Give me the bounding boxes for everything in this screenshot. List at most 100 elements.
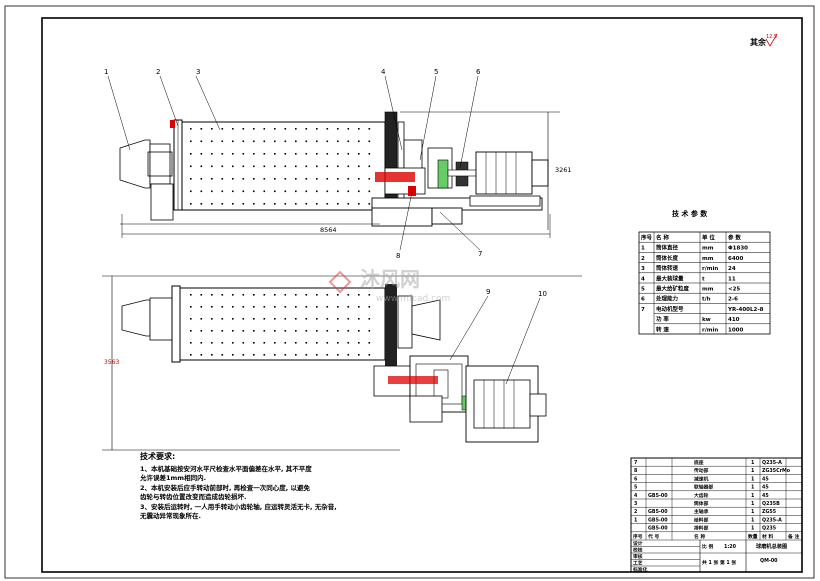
liner-bolt — [368, 178, 371, 180]
dim-height: 3261 — [555, 166, 572, 174]
liner-bolt — [316, 330, 318, 332]
liner-bolt — [295, 140, 297, 143]
liner-bolt — [221, 354, 224, 356]
liner-bolt — [305, 190, 308, 193]
bom-row-qty: 1 — [751, 517, 754, 523]
liner-bolt — [200, 354, 203, 356]
bom-row-material: ZG35CrMo — [762, 468, 791, 474]
liner-bolt — [347, 140, 350, 143]
bom-row-qty: 1 — [751, 460, 754, 466]
tech-params-row: r/min — [702, 327, 718, 333]
liner-bolt — [263, 294, 266, 296]
liner-bolt — [326, 190, 329, 193]
liner-bolt — [326, 178, 329, 180]
notes-line-6: 无震动异常现象所在. — [140, 512, 201, 520]
tech-params-row: 7 — [641, 307, 645, 313]
liner-bolt — [263, 153, 266, 155]
liner-bolt — [284, 140, 287, 143]
liner-bolt — [221, 190, 224, 193]
liner-bolt — [347, 342, 350, 344]
liner-bolt — [211, 330, 213, 332]
liner-bolt — [368, 140, 371, 143]
liner-bolt — [295, 165, 297, 168]
liner-bolt — [242, 165, 245, 168]
liner-bolt — [232, 318, 234, 320]
liner-bolt — [295, 330, 297, 332]
tech-params-row: 2 — [641, 256, 645, 262]
liner-bolt — [347, 165, 350, 168]
liner-bolt — [221, 165, 224, 168]
bom-row-name: 主轴承 — [694, 508, 709, 515]
liner-bolt — [263, 178, 266, 180]
callout-7: 7 — [478, 250, 482, 258]
bom-header-qty: 数量 — [748, 533, 758, 540]
liner-bolt — [358, 140, 360, 143]
liner-bolt — [368, 190, 371, 193]
liner-bolt — [263, 190, 266, 193]
liner-bolt — [368, 128, 371, 130]
callout-2: 2 — [156, 68, 160, 76]
liner-bolt — [347, 294, 350, 296]
liner-bolt — [274, 128, 276, 130]
liner-bolt — [211, 128, 213, 130]
plan-view: 3563 — [102, 275, 582, 451]
liner-bolt — [221, 140, 224, 143]
bom-row-material: Q235-A — [762, 517, 782, 523]
liner-bolt — [347, 128, 350, 130]
bom-header-code: 代 号 — [647, 533, 659, 540]
liner-bolt — [253, 153, 255, 155]
liner-bolt — [263, 203, 266, 205]
liner-bolt — [200, 190, 203, 193]
liner-bolt — [347, 153, 350, 155]
liner-bolt — [305, 165, 308, 168]
liner-bolt — [316, 342, 318, 344]
liner-bolt — [368, 318, 371, 320]
liner-bolt — [200, 178, 203, 180]
liner-bolt — [253, 140, 255, 143]
tech-params-row: 电动机型号 — [656, 305, 684, 313]
liner-bolt — [284, 318, 287, 320]
liner-bolt — [337, 330, 339, 332]
liner-bolt — [305, 153, 308, 155]
liner-bolt — [337, 318, 339, 320]
liner-bolt — [263, 165, 266, 168]
outer-border — [4, 5, 815, 579]
liner-bolt — [232, 165, 234, 168]
liner-bolt — [284, 354, 287, 356]
bom-row-material: 45 — [762, 476, 769, 482]
liner-bolt — [337, 178, 339, 180]
liner-bolt — [316, 153, 318, 155]
liner-bolt — [221, 178, 224, 180]
bom-header-material: 材 料 — [761, 533, 773, 540]
title-block-label: 工艺 — [633, 560, 643, 567]
liner-bolt — [284, 178, 287, 180]
tech-params-row: 1 — [641, 246, 645, 252]
liner-bolt — [337, 153, 339, 155]
bom-row-name: 传动部 — [693, 467, 709, 474]
liner-bolt — [358, 190, 360, 193]
liner-bolt — [253, 190, 255, 193]
bom-row-qty: 1 — [751, 493, 754, 499]
liner-bolt — [316, 318, 318, 320]
tech-params-row: Φ1830 — [728, 246, 748, 252]
tech-params-row: 2-6 — [728, 297, 738, 303]
liner-bolt — [295, 203, 297, 205]
technical-notes: 技术要求: 1、本机基础按安河水平尺检查水平面偏差在水平, 其不平度 允许误差1… — [140, 452, 350, 522]
bom-row-no: 6 — [634, 476, 638, 482]
liner-bolt — [305, 203, 308, 205]
liner-bolt — [347, 203, 350, 205]
bom-row-material: 45 — [762, 493, 769, 499]
tech-params-row: 功 率 — [656, 315, 669, 323]
front-view: 8564 3261 — [107, 75, 572, 251]
liner-bolt — [274, 203, 276, 205]
callout-9: 9 — [486, 288, 490, 296]
liner-bolt — [274, 153, 276, 155]
liner-bolt — [326, 153, 329, 155]
plan-liner-bolts — [190, 294, 371, 356]
liner-bolt — [211, 203, 213, 205]
liner-bolt — [295, 342, 297, 344]
title-block-label: 审核 — [633, 553, 643, 560]
liner-bolt — [200, 128, 203, 130]
